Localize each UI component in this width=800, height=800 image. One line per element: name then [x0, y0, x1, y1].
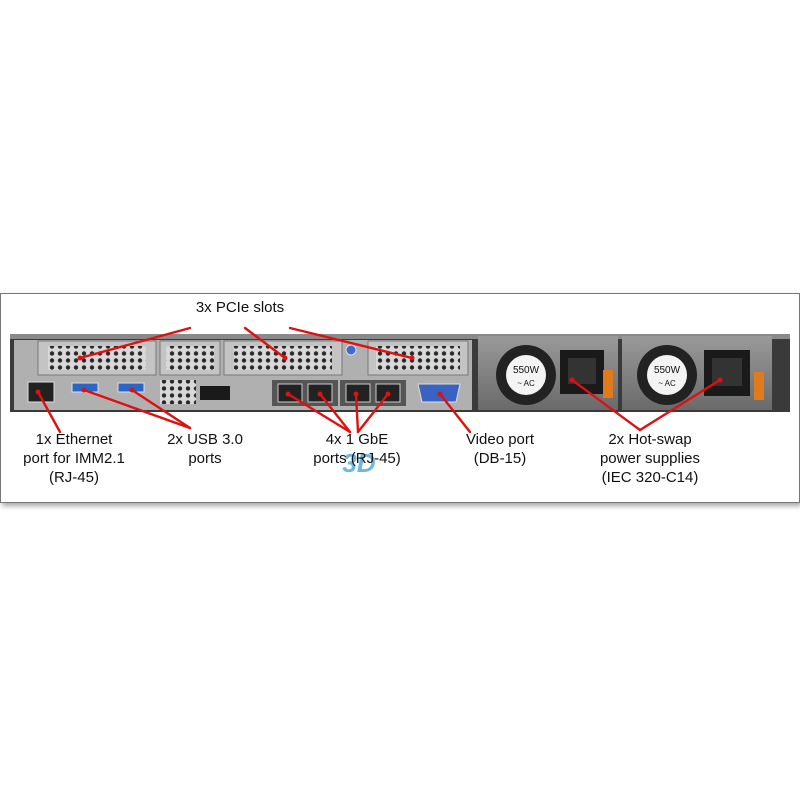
pcie-arrow-3	[288, 326, 414, 360]
psu-1-rating: 550W	[513, 365, 540, 376]
gbe-arrow-1	[286, 392, 352, 434]
gbe-callout: 4x 1 GbE ports (RJ-45)	[313, 431, 401, 467]
serial-port-cover	[200, 386, 230, 400]
pcie-slot-2	[159, 340, 221, 376]
video-arrow	[438, 392, 472, 434]
gbe-arrow-4	[356, 392, 390, 434]
thumbscrew-icon	[345, 344, 357, 356]
psu-2-ac: ~ AC	[658, 379, 676, 388]
pcie-slots-title: 3x PCIe slots	[195, 299, 285, 316]
power-supply-1	[478, 336, 618, 410]
psu-arrow-1	[570, 378, 642, 432]
video-callout: Video port (DB-15)	[465, 431, 535, 467]
psu-arrow-2	[638, 378, 722, 432]
pcie-slot-1	[37, 340, 157, 376]
psu-1-ac: ~ AC	[517, 379, 535, 388]
pcie-slot-3	[223, 340, 343, 376]
usb-arrow-2	[130, 388, 192, 430]
chassis-top-rail	[10, 334, 790, 339]
pcie-arrow-1	[78, 326, 192, 360]
gbe-arrow-3	[354, 392, 360, 434]
pcie-slot-4	[367, 340, 469, 376]
usb-arrow-1	[82, 388, 192, 430]
power-supply-2	[622, 336, 772, 410]
ethernet-arrow	[36, 390, 62, 434]
psu-callout: 2x Hot-swap power supplies (IEC 320-C14)	[599, 431, 701, 486]
vent-grille	[160, 380, 196, 404]
usb-callout: 2x USB 3.0 ports	[167, 431, 243, 467]
ethernet-callout: 1x Ethernet port for IMM2.1 (RJ-45)	[23, 431, 125, 486]
watermark-logo: 3D	[342, 448, 375, 478]
pcie-arrow-2	[243, 326, 287, 360]
gbe-arrow-2	[318, 392, 352, 434]
ethernet-port-imm	[27, 381, 55, 403]
psu-2-rating: 550W	[654, 365, 681, 376]
